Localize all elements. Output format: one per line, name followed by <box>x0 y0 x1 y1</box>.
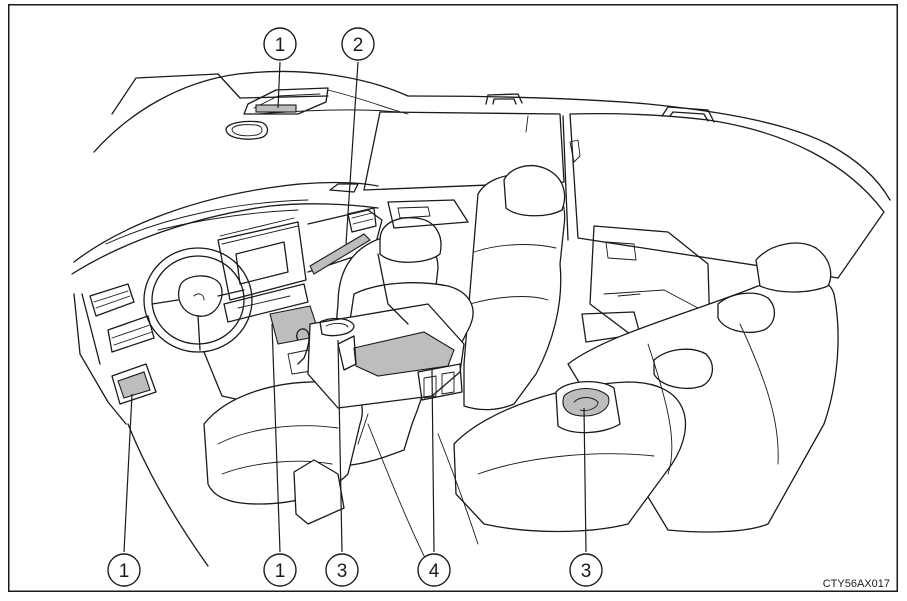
callout-number: 1 <box>119 561 130 582</box>
center-stack <box>217 217 321 375</box>
grab-handles <box>485 93 715 123</box>
left-lower-pocket <box>111 363 157 405</box>
shift-lever <box>296 328 310 365</box>
callout-number: 2 <box>353 35 364 56</box>
floor-lines <box>127 423 479 567</box>
callout-number: 3 <box>337 561 348 582</box>
callout-bottom-1a: 1 <box>107 553 141 587</box>
front-cup-holder <box>319 317 355 337</box>
callout-number: 1 <box>275 561 286 582</box>
steering-wheel <box>143 247 253 401</box>
frame-border <box>8 4 898 592</box>
center-display <box>235 241 289 285</box>
callout-number: 1 <box>275 35 286 56</box>
overhead-storage-shaded <box>255 104 297 113</box>
left-lower-pocket-shaded <box>117 371 151 399</box>
callout-bottom-4: 4 <box>417 553 451 587</box>
center-console <box>307 303 465 409</box>
left-air-vent <box>89 283 135 317</box>
overhead-console <box>225 87 329 140</box>
rear-seat <box>453 242 839 533</box>
callout-top-1: 1 <box>263 27 297 61</box>
leader-lines <box>123 61 587 553</box>
image-code: CTY56AX017 <box>823 578 890 590</box>
dashboard <box>71 181 379 425</box>
callout-number: 3 <box>581 561 592 582</box>
roof-outline <box>93 70 891 201</box>
callout-top-2: 2 <box>341 27 375 61</box>
rear-console-vents <box>417 363 463 401</box>
callout-number: 4 <box>429 561 440 582</box>
rear-cup-holder-shaded <box>562 387 610 417</box>
callout-bottom-3b: 3 <box>569 553 603 587</box>
callout-bottom-3a: 3 <box>325 553 359 587</box>
glove-box-shaded <box>309 233 371 275</box>
door-trim-front <box>377 199 469 325</box>
diagram-frame: 1 2 1 1 3 4 3 CTY56AX017 <box>8 4 898 592</box>
car-interior-illustration: 1 2 1 1 3 4 3 CTY56AX017 <box>8 4 898 592</box>
rearview-mirror <box>225 120 269 140</box>
callout-bottom-1b: 1 <box>263 553 297 587</box>
